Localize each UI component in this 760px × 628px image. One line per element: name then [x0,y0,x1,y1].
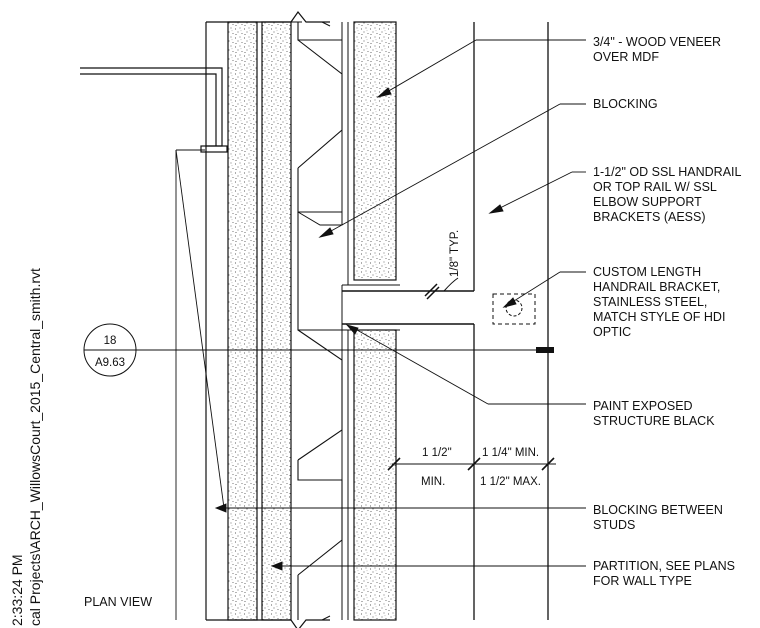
note-wood-veneer: 3/4" - WOOD VENEER OVER MDF [593,35,725,64]
handrail-zone-lines [395,22,549,620]
section-marker[interactable]: 18 A9.63 [83,323,137,377]
dimension-lines [387,277,556,471]
partition-wall [205,21,302,621]
file-stamp-path: cal Projects\ARCH_WillowsCourt_2015_Cent… [27,268,43,626]
note-blocking: BLOCKING [593,97,658,111]
dim-a-bottom: MIN. [421,476,445,488]
note-blocking-between-studs: BLOCKING BETWEEN STUDS [593,503,726,532]
dim-b-top: 1 1/4" MIN. [482,447,539,459]
dim-b-bottom: 1 1/2" MAX. [480,476,541,488]
blocking-between-studs [297,22,343,620]
break-lines [206,10,331,628]
file-stamp-time: 2:33:24 PM [9,554,25,626]
handrail-bracket-dashed-outline [492,293,536,325]
wood-veneer-panels [347,21,397,621]
handrail-bracket [341,284,474,331]
note-paint-structure: PAINT EXPOSED STRUCTURE BLACK [593,399,715,428]
dim-a-top: 1 1/2" [422,447,452,459]
note-partition: PARTITION, SEE PLANS FOR WALL TYPE [593,559,738,588]
section-number: 18 [104,335,117,347]
note-custom-bracket: CUSTOM LENGTH HANDRAIL BRACKET, STAINLES… [593,265,729,339]
reference-lines [175,149,225,620]
section-line-end-mark [536,347,554,353]
section-sheet: A9.63 [95,357,125,369]
note-handrail: 1-1/2" OD SSL HANDRAIL OR TOP RAIL W/ SS… [593,165,745,224]
leader-lines [214,39,586,571]
steel-angle [80,67,228,153]
view-label: PLAN VIEW [84,595,152,609]
dim-gap: 1/8" TYP. [449,230,461,277]
